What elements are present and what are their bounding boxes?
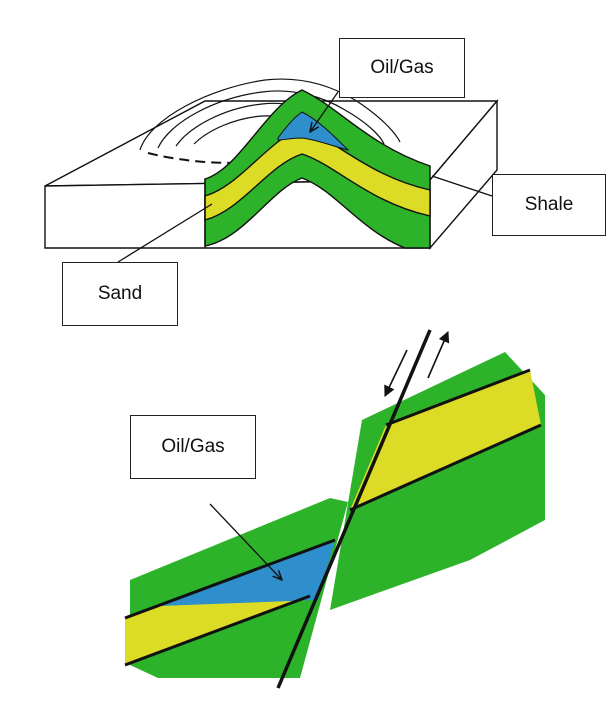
leader-oil-gas-top xyxy=(310,91,339,132)
leader-shale xyxy=(431,175,493,197)
fault-motion-arrow-up xyxy=(427,330,450,379)
leader-sand xyxy=(117,203,213,263)
label-sand-text: Sand xyxy=(97,283,143,304)
label-oil-gas-fault-text: Oil/Gas xyxy=(161,436,225,457)
shale-layer-outer xyxy=(204,89,431,249)
anticline-block xyxy=(44,78,499,263)
sand-layer xyxy=(204,127,431,221)
fault-plane xyxy=(276,329,432,689)
label-oil-gas-fault: Oil/Gas xyxy=(130,415,256,479)
fault-right-sand xyxy=(350,370,541,510)
label-shale-text: Shale xyxy=(524,194,574,215)
label-sand: Sand xyxy=(62,262,178,326)
label-oil-gas-anticline-text: Oil/Gas xyxy=(370,57,434,78)
fault-motion-arrow-down xyxy=(384,349,408,398)
label-shale: Shale xyxy=(492,174,606,236)
label-oil-gas-anticline: Oil/Gas xyxy=(339,38,465,98)
leader-oil-gas-fault xyxy=(209,503,282,580)
fault-trap xyxy=(124,329,545,689)
bedding-lines xyxy=(124,368,542,667)
